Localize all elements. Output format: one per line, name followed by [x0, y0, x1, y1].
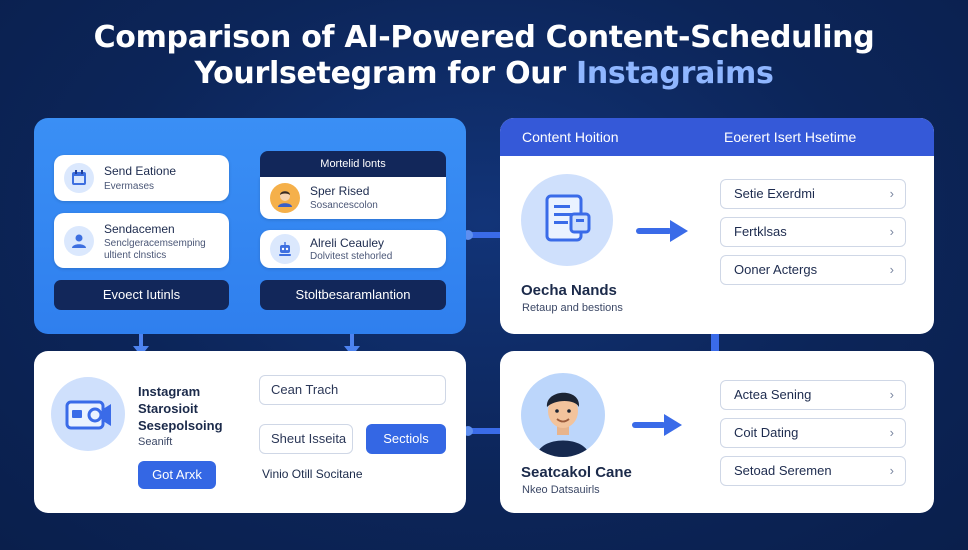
list-item-option[interactable]: Actea Sening › — [720, 380, 906, 410]
profile-card-sper[interactable]: Sper Rised Sosancescolon — [260, 177, 446, 219]
starosioit-label: Starosioit — [138, 401, 198, 416]
list-item-option[interactable]: Setoad Seremen › — [720, 456, 906, 486]
connector-right-vertical — [711, 334, 719, 352]
list-item-option[interactable]: Coit Dating › — [720, 418, 906, 448]
list-item-label: Setoad Seremen — [734, 463, 832, 478]
shout-session-input[interactable]: Sheut Isseita — [259, 424, 353, 454]
got-button[interactable]: Got Arxk — [138, 461, 216, 489]
card-subtitle: Dolvitest stehorled — [310, 251, 393, 262]
list-item-label: Ooner Actergs — [734, 262, 818, 277]
models-header: Mortelid lonts — [260, 151, 446, 177]
card-subtitle: Sosancescolon — [310, 200, 378, 211]
right-arrow-icon — [636, 220, 688, 242]
card-title: Sper Rised — [310, 184, 370, 198]
card-header: Content Hoition Eoerert Isert Hsetime — [500, 118, 934, 156]
list-item-label: Coit Dating — [734, 425, 799, 440]
user-settings-icon — [64, 225, 94, 256]
feature-card-alreli[interactable]: Alreli Ceauley Dolvitest stehorled — [260, 230, 446, 268]
list-item-label: Actea Sening — [734, 387, 812, 402]
chevron-right-icon: › — [889, 387, 894, 402]
clean-track-input[interactable]: Cean Trach — [259, 375, 446, 405]
list-item-label: Setie Exerdmi — [734, 186, 815, 201]
card-title: Alreli Ceauley — [310, 236, 385, 250]
sections-button[interactable]: Sectiols — [366, 424, 446, 454]
page-title: Comparison of AI-Powered Content-Schedul… — [93, 20, 875, 55]
section-title: Seatcakol Cane — [521, 464, 632, 481]
list-item-option[interactable]: Fertklsas › — [720, 217, 906, 247]
person-avatar-icon — [270, 183, 300, 213]
seanift-label: Seanift — [138, 436, 173, 448]
card-subtitle: Evermases — [104, 181, 155, 192]
list-item-label: Fertklsas — [734, 224, 787, 239]
chevron-right-icon: › — [889, 224, 894, 239]
chevron-right-icon: › — [889, 425, 894, 440]
feature-card-send[interactable]: Send Eatione Evermases — [54, 155, 229, 201]
stoltbes-button[interactable]: Stoltbesaramlantion — [260, 280, 446, 310]
card-subtitle: Senclgeracemsemping — [104, 238, 206, 249]
video-camera-icon — [51, 377, 125, 451]
down-arrow-right-shaft — [350, 326, 354, 348]
section-subtitle: Nkeo Datsauirls — [522, 484, 600, 496]
card-title: Sendacemen — [104, 222, 175, 236]
card-subtitle-2: ultient clnstics — [104, 250, 167, 261]
section-title: Oecha Nands — [521, 282, 617, 299]
chevron-right-icon: › — [889, 186, 894, 201]
chevron-right-icon: › — [889, 463, 894, 478]
sesepolsoing-label: Sesepolsoing — [138, 418, 223, 433]
list-item-option[interactable]: Setie Exerdmi › — [720, 179, 906, 209]
instagram-label: Instagram — [138, 384, 201, 399]
robot-icon — [270, 234, 300, 264]
connector-dot — [463, 426, 473, 436]
document-icon — [521, 174, 613, 266]
footer-text: Vinio Otill Socitane — [262, 467, 363, 481]
page-subtitle: Yourlsetegram for Our Instagraims — [0, 56, 968, 91]
connector-dot — [463, 230, 473, 240]
connector-bottom-horizontal — [466, 428, 500, 434]
subtitle-highlight: Instagraims — [575, 56, 774, 91]
section-subtitle: Retaup and bestions — [522, 302, 623, 314]
header-label-right: Eoerert Isert Hsetime — [724, 129, 857, 145]
person-avatar — [521, 373, 605, 457]
feature-card-sendacemen[interactable]: Sendacemen Senclgeracemsemping ultient c… — [54, 213, 229, 268]
chevron-right-icon: › — [889, 262, 894, 277]
connector-top-horizontal — [466, 232, 500, 238]
card-title: Send Eatione — [104, 164, 177, 178]
right-arrow-icon — [632, 414, 682, 436]
subtitle-prefix: Yourlsetegram for Our — [194, 56, 576, 91]
calendar-icon — [64, 163, 94, 193]
down-arrow-left-shaft — [139, 326, 143, 348]
list-item-option[interactable]: Ooner Actergs › — [720, 255, 906, 285]
evoect-button[interactable]: Evoect Iutinls — [54, 280, 229, 310]
header-label-left: Content Hoition — [522, 129, 619, 145]
